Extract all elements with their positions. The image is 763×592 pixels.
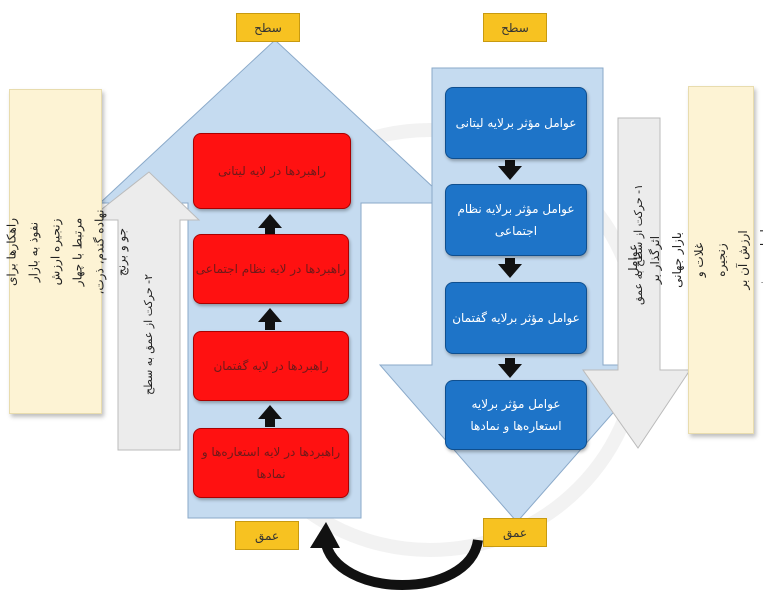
small-up-arrows bbox=[258, 214, 282, 427]
strategy-box-social-system: راهبردها در لایه نظام اجتماعی bbox=[193, 234, 349, 304]
grey-up-arrow bbox=[86, 171, 201, 451]
right-note: عوامل اثرگذار بر بازار جهانی غلات و زنجی… bbox=[626, 86, 763, 434]
left-note: راهبردها و راهکارها برای نفوذ به بازار ز… bbox=[5, 89, 129, 414]
depth-label-right: عمق bbox=[483, 518, 547, 547]
surface-label-right: سطح bbox=[483, 13, 547, 42]
strategy-box-metaphor: راهبردها در لایه استعاره‌ها و نمادها bbox=[193, 428, 349, 498]
factor-box-litany: عوامل مؤثر برلایه لیتانی bbox=[445, 87, 587, 159]
factor-box-discourse: عوامل مؤثر برلایه گفتمان bbox=[445, 282, 587, 354]
curved-arrow-head bbox=[310, 522, 340, 548]
small-down-arrows bbox=[498, 160, 522, 378]
left-movement-text: ۲- حرکت از عمق به سطح bbox=[142, 273, 156, 395]
strategy-box-litany: راهبردها در لایه لیتانی bbox=[193, 133, 351, 209]
grey-down-arrow bbox=[582, 117, 691, 449]
factor-box-metaphor: عوامل مؤثر برلایه استعاره‌ها و نمادها bbox=[445, 380, 587, 450]
left-movement-label: ۲- حرکت از عمق به سطح bbox=[119, 220, 179, 448]
factor-box-social-system: عوامل مؤثر برلایه نظام اجتماعی bbox=[445, 184, 587, 256]
strategy-box-discourse: راهبردها در لایه گفتمان bbox=[193, 331, 349, 401]
right-movement-text: ۱- حرکت از سطح به عمق bbox=[632, 183, 646, 305]
right-movement-label: ۱- حرکت از سطح به عمق bbox=[618, 118, 660, 370]
curved-arrow bbox=[320, 538, 483, 590]
depth-label-left: عمق bbox=[235, 521, 299, 550]
surface-label-left: سطح bbox=[236, 13, 300, 42]
left-note-text: راهبردها و راهکارها برای نفوذ به بازار ز… bbox=[4, 208, 129, 295]
